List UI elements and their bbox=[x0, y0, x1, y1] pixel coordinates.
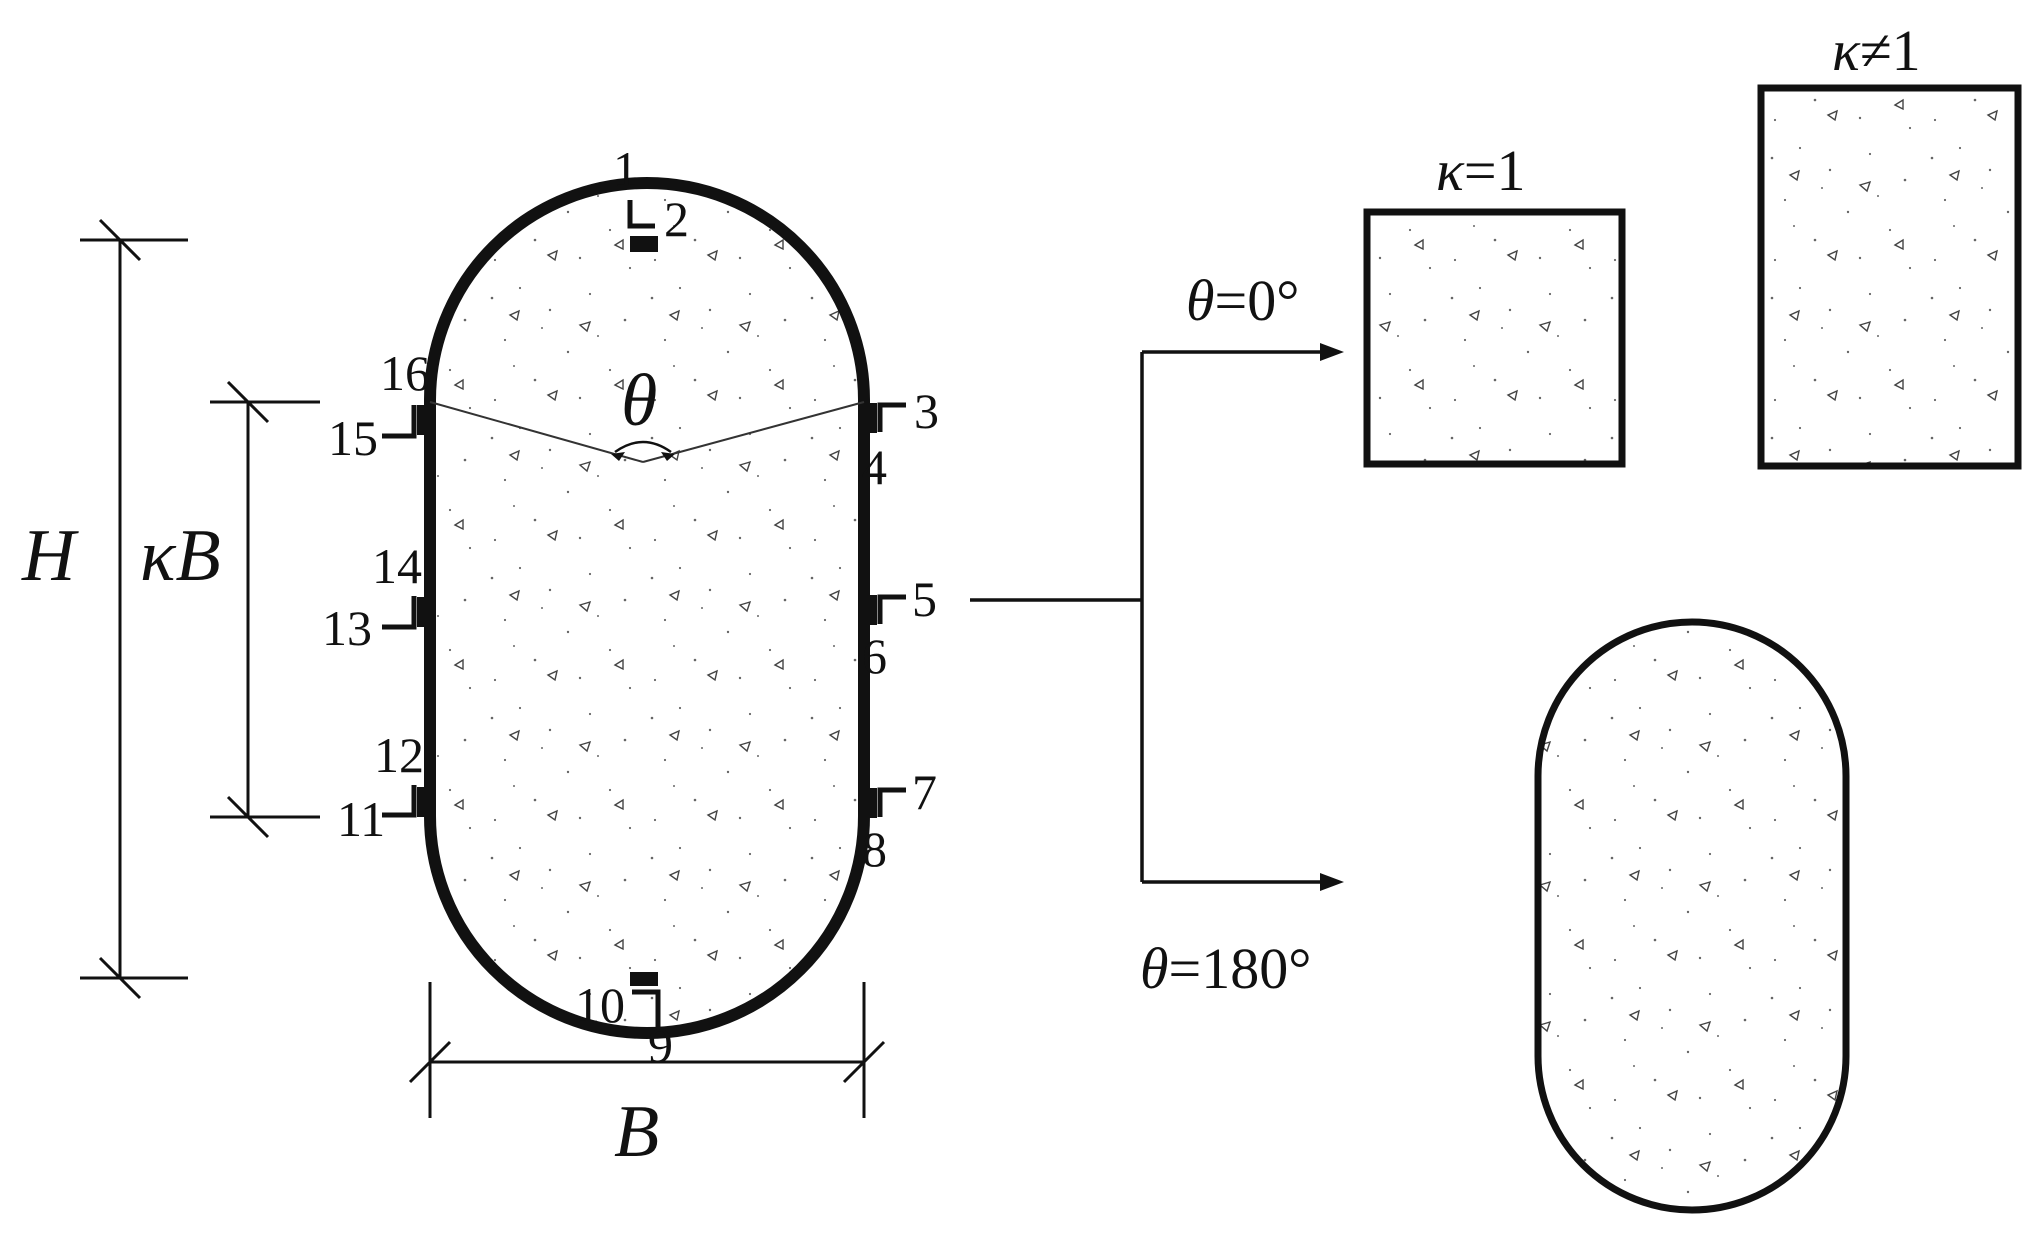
angle-arrow-right bbox=[661, 452, 675, 461]
arrow-head-upper bbox=[1320, 343, 1344, 361]
gauge-number-labels: 1 2 3 4 5 6 7 8 9 10 11 12 13 14 15 16 bbox=[322, 141, 939, 1073]
arrow-head-lower bbox=[1320, 873, 1344, 891]
gauge-right-mid bbox=[864, 594, 906, 625]
gauge-label-3: 3 bbox=[914, 383, 939, 439]
gauge-label-5: 5 bbox=[912, 571, 937, 627]
rectangle-section-label: κ≠1 bbox=[1832, 18, 1921, 83]
branch-label-lower: θ=180° bbox=[1140, 936, 1311, 1001]
gauge-right-upper bbox=[864, 402, 906, 433]
branch-label-upper: θ=0° bbox=[1186, 268, 1299, 333]
dimension-straight-length bbox=[210, 380, 320, 839]
height-label: H bbox=[21, 515, 79, 597]
gauge-label-16: 16 bbox=[380, 345, 430, 401]
gauge-label-15: 15 bbox=[328, 410, 378, 466]
width-label: B bbox=[614, 1091, 659, 1173]
gauge-label-9: 9 bbox=[648, 1017, 673, 1073]
gauge-label-10: 10 bbox=[575, 977, 625, 1033]
gauge-left-upper bbox=[382, 405, 430, 439]
angle-label: θ bbox=[621, 360, 657, 442]
square-section bbox=[1363, 208, 1626, 468]
gauge-right-lower bbox=[864, 787, 906, 818]
gauge-label-14: 14 bbox=[372, 538, 422, 594]
gauge-top bbox=[627, 200, 658, 252]
stadium-outline bbox=[424, 177, 870, 1039]
angle-ray-left bbox=[429, 401, 644, 463]
square-section-label: κ=1 bbox=[1436, 138, 1526, 203]
straight-length-label: κB bbox=[140, 515, 221, 597]
angle-arrow-left bbox=[611, 452, 625, 461]
dimension-width bbox=[408, 982, 886, 1118]
angle-ray-right bbox=[642, 401, 865, 463]
gauge-left-lower bbox=[382, 785, 430, 818]
gauge-left-mid bbox=[382, 596, 430, 630]
gauge-label-1: 1 bbox=[613, 141, 638, 197]
gauge-label-11: 11 bbox=[337, 791, 385, 847]
gauge-bottom bbox=[630, 972, 661, 1030]
gauge-label-4: 4 bbox=[862, 439, 887, 495]
gauge-label-2: 2 bbox=[664, 191, 689, 247]
gauge-label-8: 8 bbox=[862, 821, 887, 877]
gauge-label-7: 7 bbox=[912, 764, 937, 820]
stadium-section-small bbox=[1534, 618, 1850, 1214]
angle-arc bbox=[614, 440, 672, 454]
gauge-label-13: 13 bbox=[322, 600, 372, 656]
dimension-height bbox=[80, 218, 188, 1000]
rectangle-section bbox=[1757, 84, 2022, 470]
strain-gauges bbox=[382, 200, 906, 1030]
gauge-label-6: 6 bbox=[862, 628, 887, 684]
branch-arrows bbox=[970, 350, 1322, 884]
main-section: θ bbox=[424, 177, 870, 1039]
gauge-label-12: 12 bbox=[374, 727, 424, 783]
